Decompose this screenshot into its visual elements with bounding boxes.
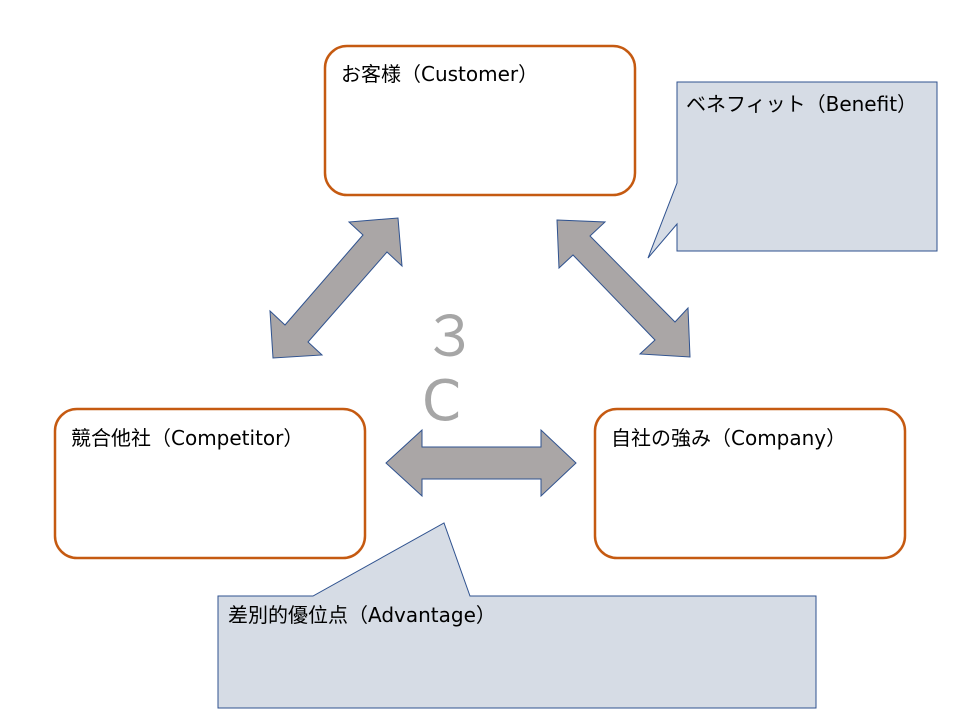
- arrow-competitor-company: [385, 428, 577, 498]
- company-label: 自社の強み（Company）: [611, 426, 847, 450]
- benefit-callout: [647, 81, 938, 259]
- customer-label: お客様（Customer）: [341, 62, 539, 86]
- company-box: [593, 407, 907, 560]
- customer-box: [323, 44, 637, 197]
- competitor-label: 競合他社（Competitor）: [71, 426, 304, 450]
- advantage-callout: [217, 522, 817, 709]
- competitor-box: [53, 407, 367, 560]
- benefit-label: ベネフィット（Benefit）: [686, 92, 918, 116]
- arrow-customer-company: [556, 219, 691, 358]
- three-c-label: ３C: [422, 305, 484, 434]
- advantage-label: 差別的優位点（Advantage）: [228, 603, 496, 627]
- arrow-customer-competitor: [269, 217, 403, 359]
